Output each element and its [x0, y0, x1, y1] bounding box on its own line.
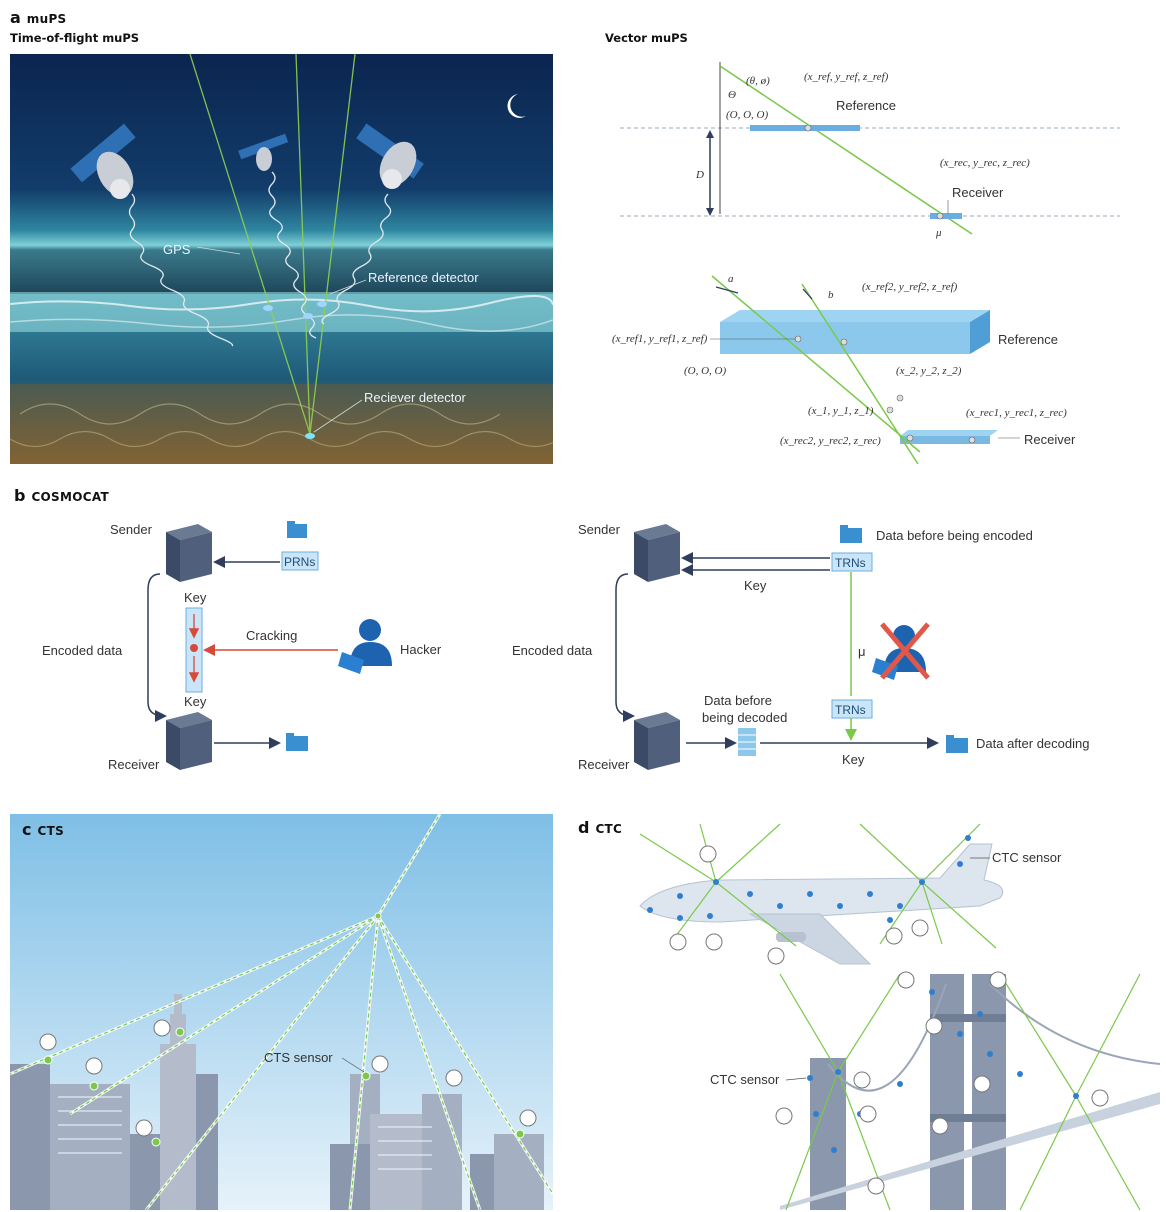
data-before-decoded-line1: Data before: [704, 693, 772, 708]
ctc-illustration: CTC sensor CTC sensor: [639, 823, 1160, 1210]
folder-icon: [946, 735, 968, 753]
ray-a-label: a: [728, 273, 734, 285]
key-top-label: Key: [184, 590, 207, 605]
trns-bottom-box: TRNs: [835, 703, 866, 717]
mu-label: μ: [935, 227, 942, 239]
ref1-coord-label: (x_ref1, y_ref1, z_ref): [612, 333, 708, 345]
hacker-icon: [338, 619, 392, 674]
rec-coord-label: (x_rec, y_rec, z_rec): [940, 157, 1030, 169]
panel-letter: d: [578, 818, 590, 837]
key-bottom-label: Key: [184, 694, 207, 709]
panel-letter: c: [22, 820, 32, 839]
panel-b-label: b COSMOCAT: [14, 486, 109, 505]
tof-subtitle: Time-of-flight muPS: [10, 31, 140, 45]
theta-phi-label: (θ, ø): [746, 75, 770, 87]
ray-b-label: b: [828, 289, 834, 301]
folder-icon: [286, 733, 308, 751]
panel-letter: a: [10, 8, 21, 27]
origin-label: (O, O, O): [726, 109, 768, 121]
clock-icon: [39, 1019, 537, 1137]
panel-letter: b: [14, 486, 26, 505]
reference-plane-label: Reference: [998, 332, 1058, 347]
encoded-data-label: Encoded data: [512, 643, 593, 658]
reference-detector-label: Reference detector: [368, 270, 479, 285]
receiver-server-icon: [166, 712, 212, 770]
cracking-label: Cracking: [246, 628, 297, 643]
ctc-sensor-plane-label: CTC sensor: [992, 850, 1062, 865]
panel-title: CTS: [37, 824, 65, 838]
receiver-server-icon: [634, 712, 680, 770]
data-before-encoded-label: Data before being encoded: [876, 528, 1033, 543]
airplane: [639, 843, 1004, 965]
vector-subtitle: Vector muPS: [605, 31, 688, 45]
folder-icon: [840, 525, 862, 543]
panel-title: CTC: [595, 822, 623, 836]
p2-coord-label: (x_2, y_2, z_2): [896, 365, 962, 377]
satellite-icon: [356, 123, 424, 189]
key-bottom-label: Key: [842, 752, 865, 767]
sender-label: Sender: [578, 522, 621, 537]
mu-label: μ: [858, 644, 866, 659]
ref2-coord-label: (x_ref2, y_ref2, z_ref): [862, 281, 958, 293]
vector-mups-diagram: D (θ, ø) Θ (O, O, O) (x_ref, y_ref, z_re…: [612, 62, 1120, 464]
ctc-sensor-bridge-label: CTC sensor: [710, 1072, 780, 1087]
sender-label: Sender: [110, 522, 153, 537]
panel-d-label: d CTC: [578, 818, 622, 837]
blocked-hacker-icon: [872, 622, 930, 680]
rec2-coord-label: (x_rec2, y_rec2, z_rec): [780, 435, 881, 447]
hacker-label: Hacker: [400, 642, 442, 657]
trns-top-box: TRNs: [835, 556, 866, 570]
sender-server-icon: [634, 524, 680, 582]
encoded-data-icon: [738, 728, 756, 756]
encoded-data-label: Encoded data: [42, 643, 123, 658]
theta-label: Θ: [728, 89, 736, 101]
satellite-icon: [70, 123, 136, 199]
cts-sensor-label: CTS sensor: [264, 1050, 333, 1065]
cts-illustration: CTS sensor: [10, 814, 553, 1210]
ref-coord-label: (x_ref, y_ref, z_ref): [804, 71, 889, 83]
prns-box: PRNs: [284, 555, 315, 569]
data-before-decoded-line2: being decoded: [702, 710, 787, 725]
key-top-label: Key: [744, 578, 767, 593]
gps-label: GPS: [163, 242, 191, 257]
receiver-label: Receiver: [108, 757, 160, 772]
folder-icon: [287, 521, 307, 538]
tof-illustration: GPS Reference detector Reciever detector: [10, 54, 553, 464]
clock-icon: [775, 971, 1109, 1195]
receiver-plane-label: Receiver: [1024, 432, 1076, 447]
satellite-icon: [238, 133, 289, 171]
sender-server-icon: [166, 524, 212, 582]
reference-label: Reference: [836, 98, 896, 113]
panel-c-label: c CTS: [22, 820, 64, 839]
receiver-label: Receiver: [578, 757, 630, 772]
data-after-decoding-label: Data after decoding: [976, 736, 1089, 751]
receiver-detector-label: Reciever detector: [364, 390, 467, 405]
p1-coord-label: (x_1, y_1, z_1): [808, 405, 874, 417]
panel-title: COSMOCAT: [31, 490, 109, 504]
clock-icon: [669, 845, 929, 965]
cosmocat-diagram: Sender PRNs Key Key Encoded data Crackin…: [42, 521, 1089, 772]
rec1-coord-label: (x_rec1, y_rec1, z_rec): [966, 407, 1067, 419]
distance-D-label: D: [695, 169, 704, 181]
panel-title: muPS: [26, 12, 67, 26]
origin-bottom-label: (O, O, O): [684, 365, 726, 377]
receiver-label: Receiver: [952, 185, 1004, 200]
